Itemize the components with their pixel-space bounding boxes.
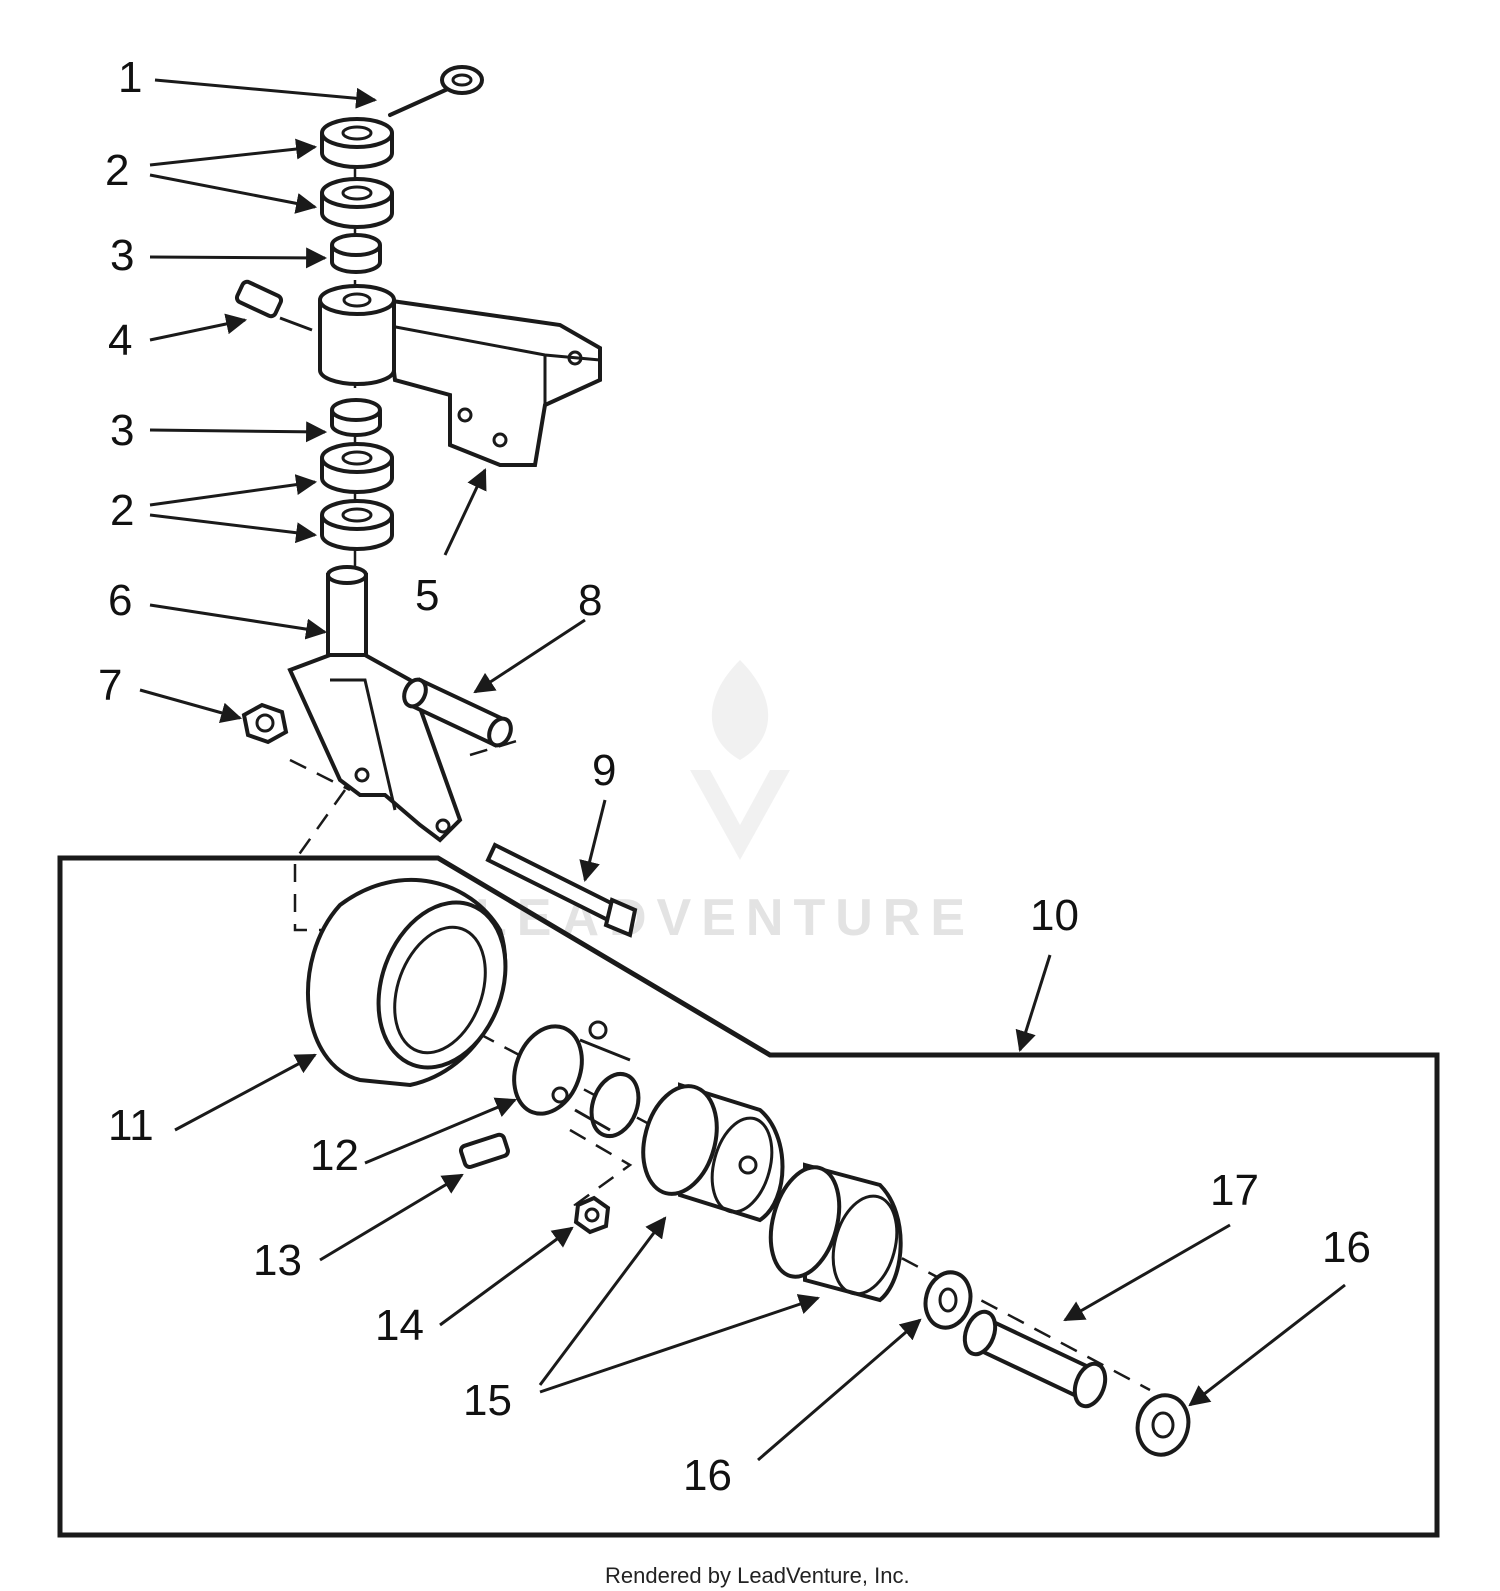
nut-wheel-part bbox=[573, 1195, 611, 1235]
callout-4: 4 bbox=[108, 316, 132, 365]
seal-part bbox=[923, 1270, 1191, 1457]
leader-arrows bbox=[139, 78, 1346, 1462]
axle-spacer-part bbox=[962, 1309, 1108, 1409]
callout-17: 17 bbox=[1210, 1166, 1259, 1215]
callout-16: 16 bbox=[1322, 1223, 1371, 1272]
tire-part bbox=[305, 877, 508, 1088]
callout-2: 2 bbox=[105, 146, 129, 195]
grease-fitting-wheel-part bbox=[458, 1132, 510, 1169]
callout-5: 5 bbox=[415, 571, 439, 620]
axis-line-fork bbox=[293, 789, 347, 932]
callout-9: 9 bbox=[592, 746, 616, 795]
spacer-part bbox=[402, 677, 513, 748]
callout-13: 13 bbox=[253, 1236, 302, 1285]
yoke-arm-part bbox=[318, 284, 602, 467]
pin-part bbox=[388, 65, 484, 117]
callout-1: 1 bbox=[118, 53, 142, 102]
nut-part bbox=[241, 702, 289, 745]
credit-text: Rendered by LeadVenture, Inc. bbox=[605, 1563, 910, 1588]
washer-part bbox=[320, 117, 394, 274]
callout-10: 10 bbox=[1030, 891, 1079, 940]
watermark-text: LEADVENTURE bbox=[475, 889, 975, 947]
washer-part-lower bbox=[320, 398, 394, 551]
callout-2: 2 bbox=[110, 486, 134, 535]
kit-frame bbox=[57, 855, 1440, 1538]
bearing-part bbox=[641, 1082, 903, 1303]
callout-7: 7 bbox=[98, 661, 122, 710]
grease-fitting-part bbox=[234, 279, 313, 332]
callout-6: 6 bbox=[108, 576, 132, 625]
watermark-logo bbox=[690, 660, 790, 860]
callout-8: 8 bbox=[578, 576, 602, 625]
callout-14: 14 bbox=[375, 1301, 424, 1350]
callout-3: 3 bbox=[110, 231, 134, 280]
callout-16: 16 bbox=[683, 1451, 732, 1500]
callout-11: 11 bbox=[108, 1101, 154, 1150]
bolt-part bbox=[485, 842, 638, 938]
callout-3: 3 bbox=[110, 406, 134, 455]
axis-line-nut bbox=[569, 1128, 633, 1226]
callout-15: 15 bbox=[463, 1376, 512, 1425]
hub-part bbox=[512, 1020, 641, 1138]
callout-12: 12 bbox=[310, 1131, 359, 1180]
axis-line-spacer bbox=[289, 738, 521, 792]
